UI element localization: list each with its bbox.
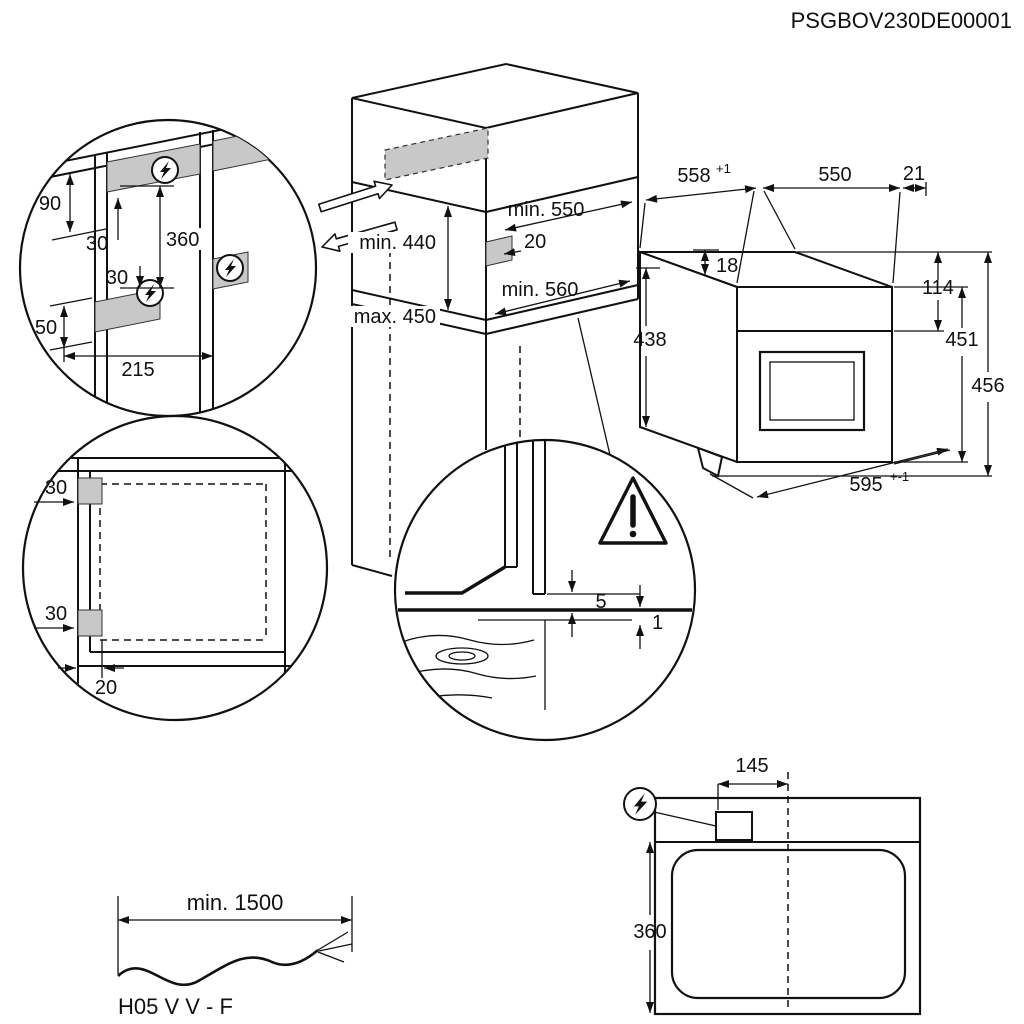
dim-21-label: 21 bbox=[903, 163, 925, 185]
dim-145-label: 145 bbox=[735, 755, 768, 777]
wood-grain bbox=[401, 634, 537, 703]
power-cord-diagram: min. 1500 H05 V V - F bbox=[117, 890, 353, 1019]
connection-leader-line bbox=[653, 811, 717, 827]
dim-360-label: 360 bbox=[633, 921, 666, 943]
dim-456-label: 456 bbox=[971, 375, 1004, 397]
dim-max450-label: max. 450 bbox=[354, 306, 436, 328]
power-icon bbox=[623, 787, 657, 821]
corner-connection-detail: 90 30 360 30 50 215 bbox=[18, 118, 318, 418]
dim-558-label: 558 bbox=[677, 165, 710, 187]
dim-30-top-label: 30 bbox=[86, 233, 108, 255]
power-icon bbox=[216, 254, 244, 282]
dim-min560-label: min. 560 bbox=[502, 279, 579, 301]
trim-gap-detail: 5 1 bbox=[393, 438, 697, 742]
dim-min550-label: min. 550 bbox=[508, 199, 585, 221]
oven-top-view: 145 360 bbox=[623, 755, 922, 1016]
dim-18-label: 18 bbox=[716, 255, 738, 277]
dim-215-label: 215 bbox=[121, 359, 154, 381]
dim-595-tolerance: +-1 bbox=[890, 469, 909, 484]
detail-leader-line bbox=[577, 317, 611, 456]
dim-595-label: 595 bbox=[849, 474, 882, 496]
detail-reference-arrow bbox=[317, 180, 393, 213]
niche-isometric-view: min. 550 20 min. 440 max. 450 min. 560 bbox=[317, 62, 639, 577]
cabinet-top-face bbox=[351, 62, 639, 130]
detail-circle-border bbox=[21, 414, 329, 722]
cable-length-label: min. 1500 bbox=[187, 890, 284, 915]
front-detail-content bbox=[30, 457, 322, 714]
dim-5-label: 5 bbox=[595, 591, 606, 613]
dim-min440-label: min. 440 bbox=[359, 232, 436, 254]
dim-30-bottom-label: 30 bbox=[45, 603, 67, 625]
connection-zone-pad bbox=[384, 127, 489, 181]
connection-zone-pad bbox=[485, 235, 513, 267]
dim-438-label: 438 bbox=[633, 329, 666, 351]
dim-30-top-label: 30 bbox=[45, 477, 67, 499]
power-icon bbox=[151, 156, 179, 184]
oven-side-face bbox=[639, 250, 738, 464]
warning-icon bbox=[598, 476, 668, 545]
dim-20-label: 20 bbox=[524, 231, 546, 253]
dim-90-label: 90 bbox=[39, 193, 61, 215]
dim-558-tolerance: +1 bbox=[716, 161, 731, 176]
trim-detail-content bbox=[398, 440, 692, 710]
connection-box bbox=[715, 811, 753, 841]
dim-30-mid-label: 30 bbox=[106, 267, 128, 289]
oven-door-window bbox=[758, 350, 866, 432]
connection-zone-pad bbox=[77, 609, 103, 637]
cabinet-trim-profile bbox=[405, 565, 506, 595]
power-icon bbox=[136, 279, 164, 307]
dim-1-label: 1 bbox=[652, 612, 663, 634]
connection-zone-pad bbox=[77, 477, 103, 505]
niche-front-detail: 30 30 20 bbox=[21, 414, 329, 722]
power-cable bbox=[117, 949, 319, 987]
connection-zone-pad bbox=[212, 128, 273, 172]
dim-50-label: 50 bbox=[35, 317, 57, 339]
dim-451-label: 451 bbox=[945, 329, 978, 351]
dim-114-label: 114 bbox=[922, 277, 954, 299]
dim-20-label: 20 bbox=[95, 677, 117, 699]
dim-360-label: 360 bbox=[166, 229, 199, 251]
dim-550-label: 550 bbox=[818, 164, 851, 186]
document-code: PSGBOV230DE00001 bbox=[791, 8, 1012, 33]
oven-front-face bbox=[736, 286, 893, 463]
cable-type-label: H05 V V - F bbox=[118, 994, 233, 1019]
oven-dimension-view: 558 +1 550 21 18 114 451 456 bbox=[633, 161, 1005, 499]
